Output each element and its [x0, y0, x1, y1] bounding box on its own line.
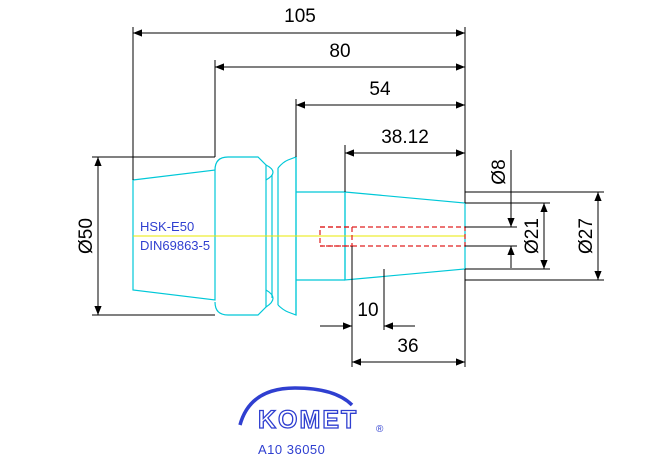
dimension-lines — [92, 27, 604, 367]
gripper-groove — [265, 164, 274, 308]
komet-logo: KOMET ® — [238, 386, 384, 435]
komet-arc — [238, 386, 354, 426]
dim-flange-diameter: Ø50 — [76, 218, 97, 254]
hsk-taper-shank — [132, 169, 216, 301]
hidden-bore — [319, 226, 466, 247]
brand-name: KOMET — [258, 406, 358, 434]
article-number: A10 36050 — [258, 442, 325, 457]
dim-bore-offset: 10 — [357, 300, 378, 321]
dim-taper-length: 38.12 — [381, 127, 429, 148]
dim-taper-small-diameter: Ø21 — [522, 218, 543, 254]
dim-overall-length: 105 — [284, 6, 316, 27]
dim-flange-to-end: 80 — [329, 41, 350, 62]
dim-collar-to-end: 54 — [369, 79, 391, 100]
registered-mark: ® — [376, 424, 384, 435]
dim-bore-depth: 36 — [397, 336, 418, 357]
dim-taper-large-diameter: Ø27 — [576, 218, 597, 254]
dim-bore-diameter: Ø8 — [489, 159, 510, 184]
standard-label: DIN69863-5 — [140, 238, 210, 253]
interface-label: HSK-E50 — [140, 219, 194, 234]
